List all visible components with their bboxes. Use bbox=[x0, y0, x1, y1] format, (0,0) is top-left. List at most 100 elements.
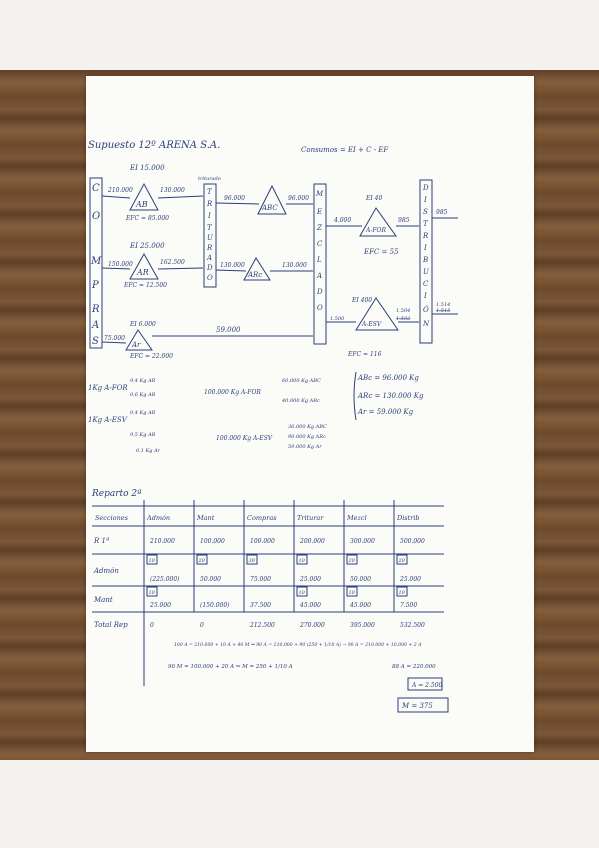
svg-text:R: R bbox=[91, 304, 100, 315]
pct-box bbox=[296, 586, 308, 597]
answer-m-box bbox=[397, 697, 449, 713]
dist-afor-out: 985 bbox=[436, 209, 448, 216]
arr-purchase: 75.000 bbox=[104, 335, 125, 342]
ar-ei: EI 25.000 bbox=[129, 242, 165, 250]
svg-text:A: A bbox=[316, 272, 322, 280]
svg-text:L: L bbox=[316, 256, 322, 264]
mezclado-box bbox=[313, 183, 327, 345]
svg-text:U: U bbox=[423, 268, 430, 276]
svg-text:D: D bbox=[206, 264, 213, 272]
pct-box bbox=[146, 554, 158, 565]
ab-label: AB bbox=[135, 200, 148, 209]
answer-a: A = 2.500 bbox=[411, 682, 443, 689]
svg-text:I: I bbox=[207, 212, 211, 220]
afor-label: A-FOR bbox=[365, 227, 386, 234]
sheet-title: Supuesto 12º ARENA S.A. bbox=[88, 140, 220, 151]
distribucion-box bbox=[419, 179, 433, 344]
table-cell: 100.000 bbox=[250, 538, 275, 545]
dist-aesv-out: 1.514 bbox=[436, 302, 450, 308]
svg-text:U: U bbox=[207, 234, 214, 242]
table-cell: 270.000 bbox=[299, 622, 325, 629]
svg-text:A: A bbox=[206, 254, 212, 262]
pct-box bbox=[246, 554, 258, 565]
ar-out-arrow bbox=[157, 267, 204, 270]
svg-text:C: C bbox=[423, 280, 429, 288]
calc1-abc: 60.000 Kg ABC bbox=[282, 378, 321, 384]
calc1-arc: 40.000 Kg ARc bbox=[281, 398, 320, 404]
table-cell: 7.500 bbox=[400, 602, 417, 609]
aesv-triangle bbox=[355, 297, 399, 331]
afor-in: 4.000 bbox=[333, 217, 351, 224]
table-cell: 45.000 bbox=[349, 602, 371, 609]
ab-ei: EI 15.000 bbox=[129, 164, 165, 172]
table-cell: (225.000) bbox=[150, 576, 180, 583]
svg-text:Z: Z bbox=[316, 224, 322, 232]
formula-aesv-arr: 0,1 Kg Ar bbox=[136, 448, 161, 454]
abc-in-arrow bbox=[215, 202, 260, 205]
paper-sheet: Supuesto 12º ARENA S.A. Consumos = EI + … bbox=[86, 76, 534, 752]
ab-out-arrow bbox=[157, 195, 204, 199]
abc-out: 96.000 bbox=[288, 195, 309, 202]
table-row-label: Admón bbox=[93, 567, 119, 575]
mezclado-letters: MEZ CLA DO bbox=[315, 190, 324, 312]
ab-in-arrow bbox=[101, 195, 131, 199]
svg-text:O: O bbox=[317, 304, 323, 312]
arc-out: 130.000 bbox=[282, 262, 307, 269]
pct-box bbox=[346, 554, 358, 565]
aesv-in: 1.500 bbox=[330, 316, 345, 322]
abc-triangle bbox=[257, 184, 287, 215]
table-cell: 212.500 bbox=[249, 622, 275, 629]
ar-efc: EFC = 12.500 bbox=[123, 282, 167, 289]
total-abc: ABc = 96.000 Kg bbox=[357, 374, 419, 382]
answer-m: M = 375 bbox=[401, 702, 433, 710]
total-arc: ARc = 130.000 Kg bbox=[357, 392, 424, 400]
table-cell: 500.000 bbox=[400, 538, 425, 545]
table-cell: (150.000) bbox=[200, 602, 230, 609]
table-cell: 100.000 bbox=[200, 538, 225, 545]
ar-out: 162.500 bbox=[160, 259, 185, 266]
table-header: Compras bbox=[247, 514, 277, 522]
formula-afor: 1Kg A-FOR bbox=[88, 384, 128, 392]
ar-after: 130.000 bbox=[220, 262, 245, 269]
table-cell: 75.000 bbox=[250, 576, 271, 583]
svg-text:D: D bbox=[316, 288, 323, 296]
table-title: Reparto 2ª bbox=[91, 489, 141, 499]
arr-in-arrow bbox=[101, 341, 127, 344]
svg-text:T: T bbox=[423, 220, 429, 228]
table-cell: 300.000 bbox=[350, 538, 375, 545]
calc2-left: 100.000 Kg A-ESV bbox=[216, 435, 273, 442]
table-pct: 20 bbox=[348, 558, 356, 564]
table-cell: 37.500 bbox=[250, 602, 271, 609]
afor-efc: EFC = 55 bbox=[363, 248, 399, 256]
svg-text:T: T bbox=[207, 224, 213, 232]
table-header: Distrib bbox=[396, 514, 420, 522]
dist-aesv-struck: 1.515 bbox=[436, 308, 450, 314]
aesv-efc: EFC = 116 bbox=[347, 351, 382, 358]
table-pct: 20 bbox=[398, 558, 406, 564]
table-cell: 0 bbox=[200, 622, 204, 629]
table-pct: 30 bbox=[249, 558, 256, 564]
ar-in-arrow bbox=[101, 267, 131, 270]
aesv-out-struck: 1.502 bbox=[396, 316, 410, 322]
arr-ei: EI 6.000 bbox=[129, 321, 156, 328]
table-header: Admón bbox=[146, 514, 170, 522]
svg-text:C: C bbox=[317, 240, 323, 248]
arc-triangle bbox=[243, 257, 271, 281]
table-row-label: Mant bbox=[93, 596, 113, 604]
table-cell: 45.000 bbox=[299, 602, 321, 609]
ar-purchase: 150.000 bbox=[108, 261, 133, 268]
svg-text:I: I bbox=[423, 244, 427, 252]
arr-triangle bbox=[125, 329, 153, 351]
table-header: Secciones bbox=[95, 514, 129, 522]
svg-text:R: R bbox=[206, 200, 213, 208]
calc1-left: 100.000 Kg A-FOR bbox=[204, 389, 261, 396]
calc2-arr: 59.000 Kg Ar bbox=[288, 444, 322, 450]
table-cell: 200.000 bbox=[299, 538, 325, 545]
pct-box bbox=[146, 586, 158, 597]
arc-in-arrow bbox=[215, 269, 247, 272]
ab-triangle bbox=[129, 182, 159, 211]
pct-box bbox=[396, 554, 408, 565]
table-pct: 10 bbox=[299, 558, 306, 564]
table-cell: 50.000 bbox=[200, 576, 221, 583]
